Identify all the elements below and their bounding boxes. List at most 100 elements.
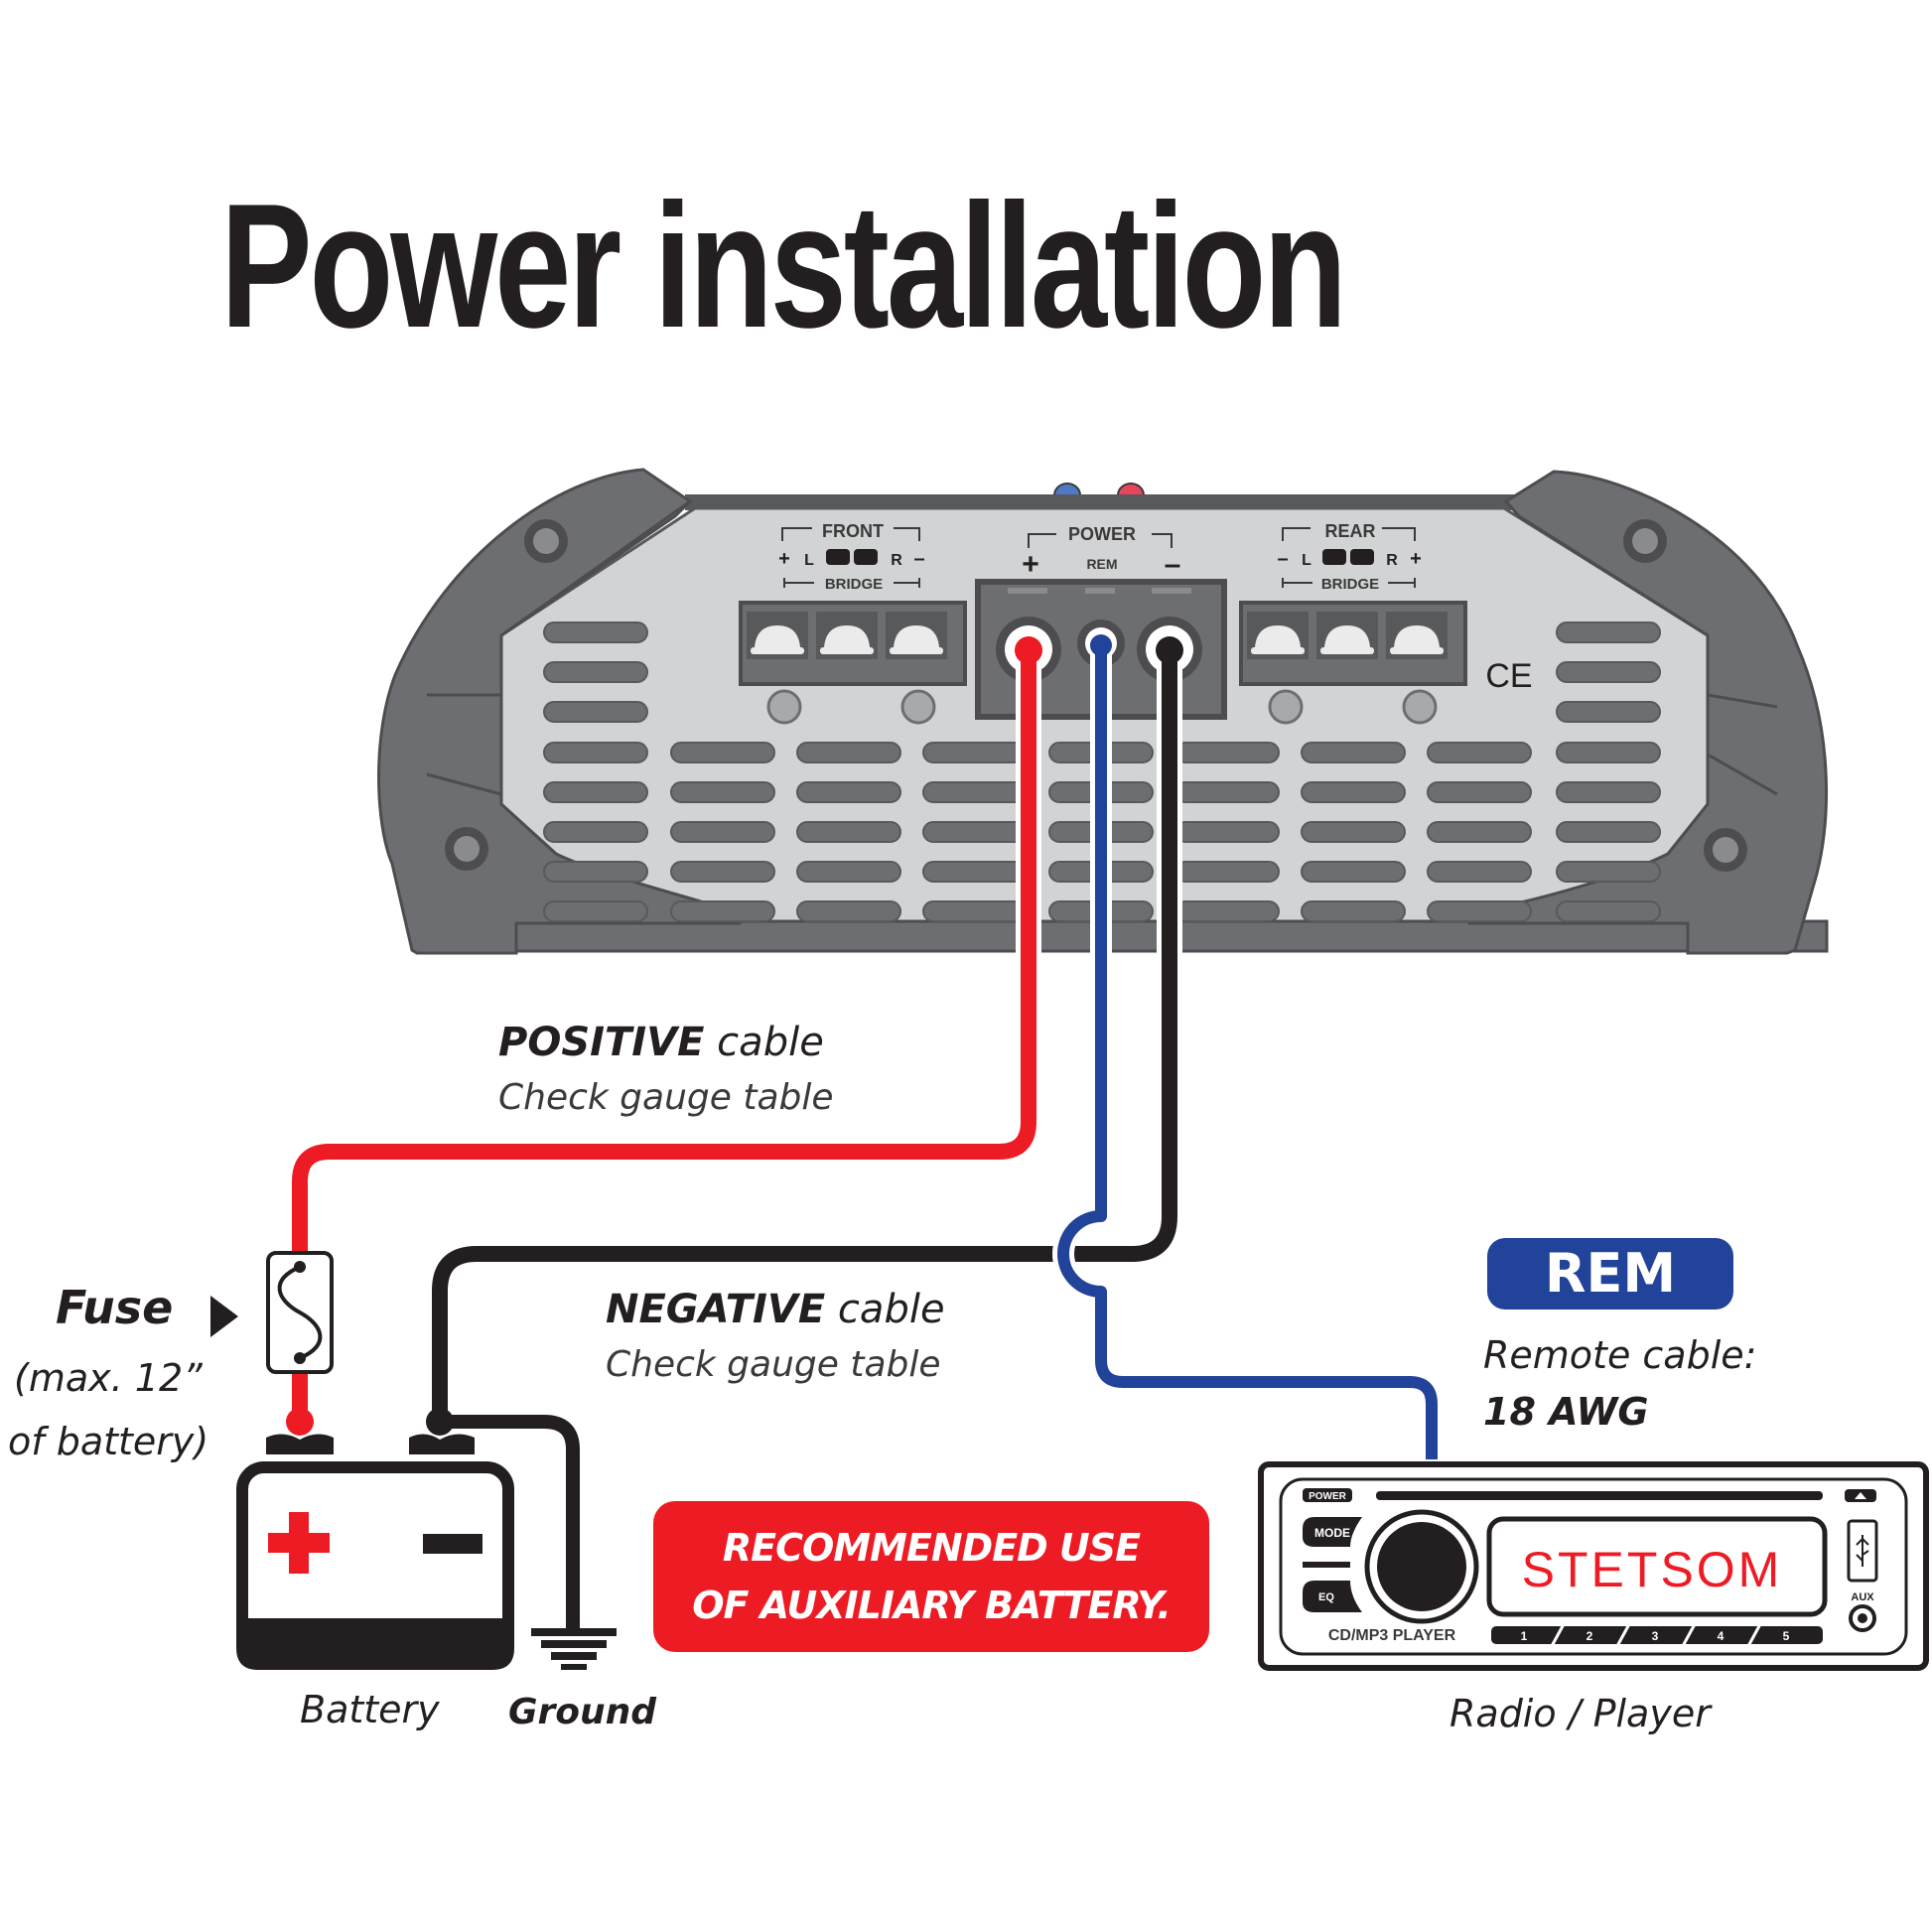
positive-cable xyxy=(286,636,1042,1436)
vent-slot xyxy=(1174,900,1280,922)
remote-cable-label: Remote cable: xyxy=(1483,1333,1757,1377)
vent-slot xyxy=(1556,821,1661,843)
vent-slot xyxy=(1301,900,1406,922)
power-label: POWER xyxy=(1068,524,1136,544)
top-rail xyxy=(685,494,1519,510)
negative-cable-bold: NEGATIVE xyxy=(606,1287,826,1332)
preset-button-5[interactable]: 5 xyxy=(1783,1629,1790,1643)
red-led-icon xyxy=(1116,483,1146,496)
vent-slot xyxy=(543,742,648,763)
remote-cable xyxy=(1052,634,1443,1459)
rem-badge: REM xyxy=(1487,1238,1733,1310)
vent-slot xyxy=(1174,781,1280,803)
power-minus-label: – xyxy=(1165,548,1181,581)
vent-slot xyxy=(1174,861,1280,883)
preset-button-2[interactable]: 2 xyxy=(1587,1629,1593,1643)
negative-cable-rest: cable xyxy=(825,1287,945,1332)
blue-led-icon xyxy=(1052,483,1082,496)
vent-slot xyxy=(922,781,1028,803)
preset-button-3[interactable]: 3 xyxy=(1652,1629,1659,1643)
vent-slot xyxy=(543,821,648,843)
rear-speaker-terminal xyxy=(1239,601,1467,725)
screw-icon xyxy=(1268,689,1304,725)
vent-slot xyxy=(1427,861,1532,883)
radio-display-text: STETSOM xyxy=(1522,1542,1783,1597)
front-plus-label: + xyxy=(778,548,790,570)
vent-slot xyxy=(922,861,1028,883)
left-end-cap xyxy=(377,468,742,955)
radio-player-label: Radio / Player xyxy=(1449,1692,1711,1735)
vent-slot xyxy=(796,861,901,883)
positive-cable-rest: cable xyxy=(704,1020,824,1065)
vent-slot xyxy=(922,821,1028,843)
radio-power-label: POWER xyxy=(1309,1491,1347,1502)
positive-cable-note: Check gauge table xyxy=(498,1077,834,1118)
preset-button-4[interactable]: 4 xyxy=(1718,1629,1725,1643)
vent-slot xyxy=(1556,621,1661,643)
eject-icon xyxy=(1855,1492,1866,1499)
vent-slot xyxy=(1301,742,1406,763)
front-speaker-terminal xyxy=(739,601,967,725)
radio-power-button[interactable] xyxy=(1303,1488,1352,1502)
battery-icon xyxy=(236,1434,514,1670)
cd-slot xyxy=(1376,1491,1823,1500)
vent-slot xyxy=(922,742,1028,763)
front-label-group xyxy=(781,527,920,588)
radio-player: POWER MODE EQ STETSOM AUX CD/MP3 PLAYER … xyxy=(1258,1461,1929,1671)
fuse-label: Fuse xyxy=(56,1281,174,1334)
page-title: Power installation xyxy=(220,167,1347,364)
vent-slot xyxy=(670,821,775,843)
fuse-note-line1: (max. 12” xyxy=(14,1356,203,1400)
fuse-note-line2: of battery) xyxy=(8,1420,209,1463)
negative-cable-note: Check gauge table xyxy=(606,1344,941,1385)
vent-slot xyxy=(1301,821,1406,843)
vent-slot xyxy=(670,742,775,763)
vent-slot xyxy=(1301,781,1406,803)
radio-mode-button[interactable] xyxy=(1303,1517,1362,1547)
preset-button-1[interactable]: 1 xyxy=(1521,1629,1528,1643)
front-l-label: L xyxy=(804,552,814,569)
remote-cable-gauge: 18 AWG xyxy=(1483,1390,1649,1434)
rear-bridge-label: BRIDGE xyxy=(1321,576,1379,593)
vent-slot xyxy=(543,861,648,883)
vent-slot xyxy=(922,900,1028,922)
front-bridge-label: BRIDGE xyxy=(825,576,883,593)
vent-slot xyxy=(1427,821,1532,843)
vent-slot xyxy=(670,861,775,883)
vent-slot xyxy=(1427,900,1532,922)
radio-display xyxy=(1486,1516,1828,1617)
radio-eq-label: EQ xyxy=(1318,1591,1334,1603)
vent-slot xyxy=(1556,781,1661,803)
screw-icon xyxy=(900,689,936,725)
battery-label: Battery xyxy=(300,1688,440,1731)
power-rem-label: REM xyxy=(1086,556,1117,572)
negative-cable-label: NEGATIVE cable xyxy=(606,1287,945,1332)
vent-slot xyxy=(1556,900,1661,922)
screw-icon xyxy=(1402,689,1438,725)
vent-slot xyxy=(1301,861,1406,883)
ground-label: Ground xyxy=(508,1692,657,1732)
vent-slot xyxy=(1174,821,1280,843)
notice-line1: RECOMMENDED USE xyxy=(722,1526,1141,1570)
radio-eq-button[interactable] xyxy=(1303,1581,1362,1612)
vent-slot xyxy=(543,661,648,683)
bottom-rail xyxy=(425,919,1829,953)
aux-label: AUX xyxy=(1851,1591,1874,1603)
fuse-pointer-icon xyxy=(210,1296,238,1337)
vent-slot xyxy=(670,900,775,922)
preset-buttons: 1 2 3 4 5 xyxy=(1491,1623,1823,1647)
vent-slot xyxy=(1556,742,1661,763)
positive-cable-label: POSITIVE cable xyxy=(498,1020,824,1065)
ground-icon xyxy=(531,1628,617,1670)
radio-model-label: CD/MP3 PLAYER xyxy=(1328,1627,1456,1644)
rear-r-label: R xyxy=(1386,552,1398,569)
rear-label-group xyxy=(1282,527,1416,588)
vent-slot xyxy=(1556,701,1661,723)
vent-slot xyxy=(543,701,648,723)
power-plus-label: + xyxy=(1022,548,1039,581)
front-minus-label: – xyxy=(913,548,924,570)
vent-slot xyxy=(796,821,901,843)
vent-slot xyxy=(670,781,775,803)
